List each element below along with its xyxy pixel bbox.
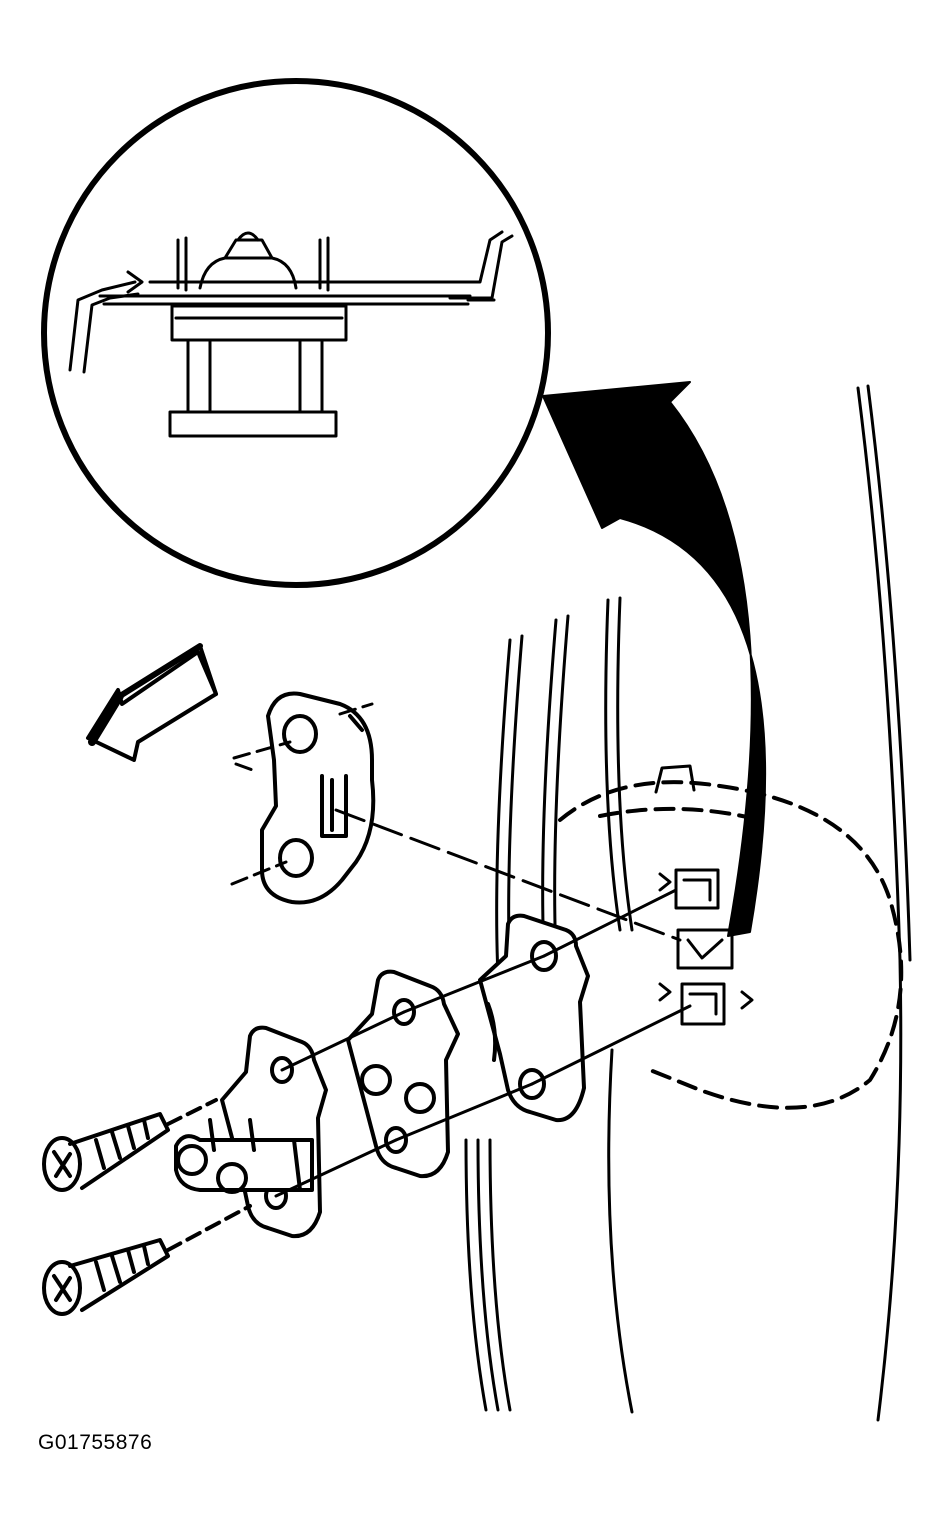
lock-outline-dashed — [558, 780, 904, 1110]
direction-block-arrow — [86, 643, 218, 762]
middle-shim-plate — [346, 969, 460, 1179]
detail-view-circle — [41, 78, 551, 588]
figure-id-label: G01755876 — [38, 1431, 153, 1454]
striker-detail-drawing — [68, 230, 514, 438]
striker-bracket — [260, 691, 376, 905]
alignment-lines — [230, 702, 374, 886]
screw-upper — [42, 1098, 218, 1192]
striker-rod-assembly — [174, 1118, 314, 1194]
screw-lower — [42, 1204, 252, 1316]
inner-bracket-plate — [220, 1025, 328, 1239]
callout-curved-arrow — [542, 381, 767, 937]
mounting-lines — [274, 888, 692, 1198]
lock-tab — [654, 764, 696, 794]
